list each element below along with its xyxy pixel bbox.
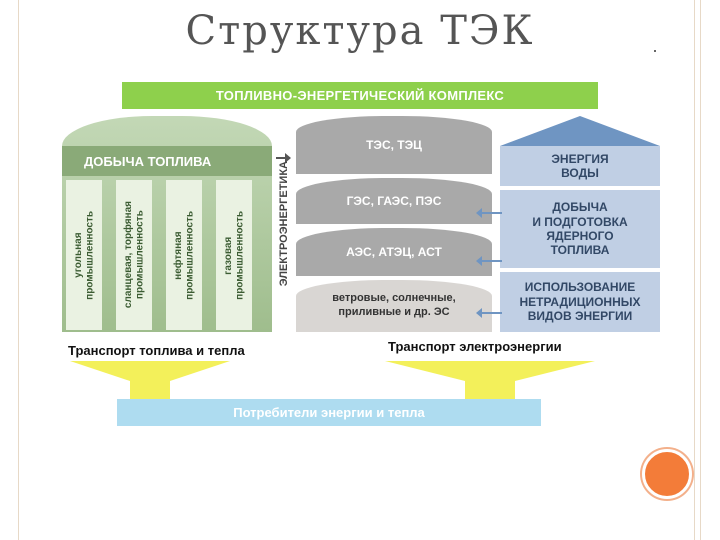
slide-title: Структура ТЭК — [185, 8, 535, 54]
generation-ges: ГЭС, ГАЭС, ПЭС — [296, 178, 492, 224]
electric-power-strip: ЭЛЕКТРОЭНЕРГЕТИКА — [272, 116, 296, 332]
transport-fuel-label: Транспорт топлива и тепла — [68, 343, 245, 358]
fuel-transport-arrow — [70, 361, 230, 403]
header-bar: ТОПЛИВНО-ЭНЕРГЕТИЧЕСКИЙ КОМПЛЕКС — [122, 82, 598, 109]
fuel-column-label: сланцевая, торфяная промышленность — [122, 201, 146, 309]
arrow-left-icon — [476, 256, 502, 266]
fuel-title: ДОБЫЧА ТОПЛИВА — [62, 146, 272, 176]
fuel-column-label: газовая промышленность — [222, 210, 246, 300]
tek-diagram: ТОПЛИВНО-ЭНЕРГЕТИЧЕСКИЙ КОМПЛЕКС ДОБЫЧА … — [60, 80, 660, 426]
fuel-column-oil: нефтяная промышленность — [166, 180, 202, 330]
fuel-column-label: нефтяная промышленность — [172, 210, 196, 300]
arrow-right-icon — [276, 153, 291, 163]
fuel-column-shale: сланцевая, торфяная промышленность — [116, 180, 152, 330]
electric-power-label: ЭЛЕКТРОЭНЕРГЕТИКА — [277, 161, 290, 287]
transport-electric-label: Транспорт электроэнергии — [388, 339, 562, 354]
arrow-left-icon — [476, 208, 502, 218]
energy-source-nuclear: ДОБЫЧА И ПОДГОТОВКА ЯДЕРНОГО ТОПЛИВА — [500, 190, 660, 268]
fuel-column-label: угольная промышленность — [72, 210, 96, 300]
left-frame-line — [18, 0, 19, 540]
energy-sources-roof — [500, 116, 660, 146]
fuel-column-gas: газовая промышленность — [216, 180, 252, 330]
generation-renewable: ветровые, солнечные, приливные и др. ЭС — [296, 280, 492, 332]
generation-aes: АЭС, АТЭЦ, АСТ — [296, 228, 492, 276]
decorative-orange-circle — [642, 449, 692, 499]
right-frame-line — [694, 0, 695, 540]
arrow-left-icon — [476, 308, 502, 318]
generation-tes: ТЭС, ТЭЦ — [296, 116, 492, 174]
title-dot — [654, 50, 656, 52]
fuel-column-coal: угольная промышленность — [66, 180, 102, 330]
right-frame-line-2 — [700, 0, 701, 540]
consumers-bar: Потребители энергии и тепла — [117, 399, 541, 426]
electric-transport-arrow — [385, 361, 595, 403]
energy-source-water: ЭНЕРГИЯ ВОДЫ — [500, 146, 660, 186]
energy-source-alternative: ИСПОЛЬЗОВАНИЕ НЕТРАДИЦИОННЫХ ВИДОВ ЭНЕРГ… — [500, 272, 660, 332]
